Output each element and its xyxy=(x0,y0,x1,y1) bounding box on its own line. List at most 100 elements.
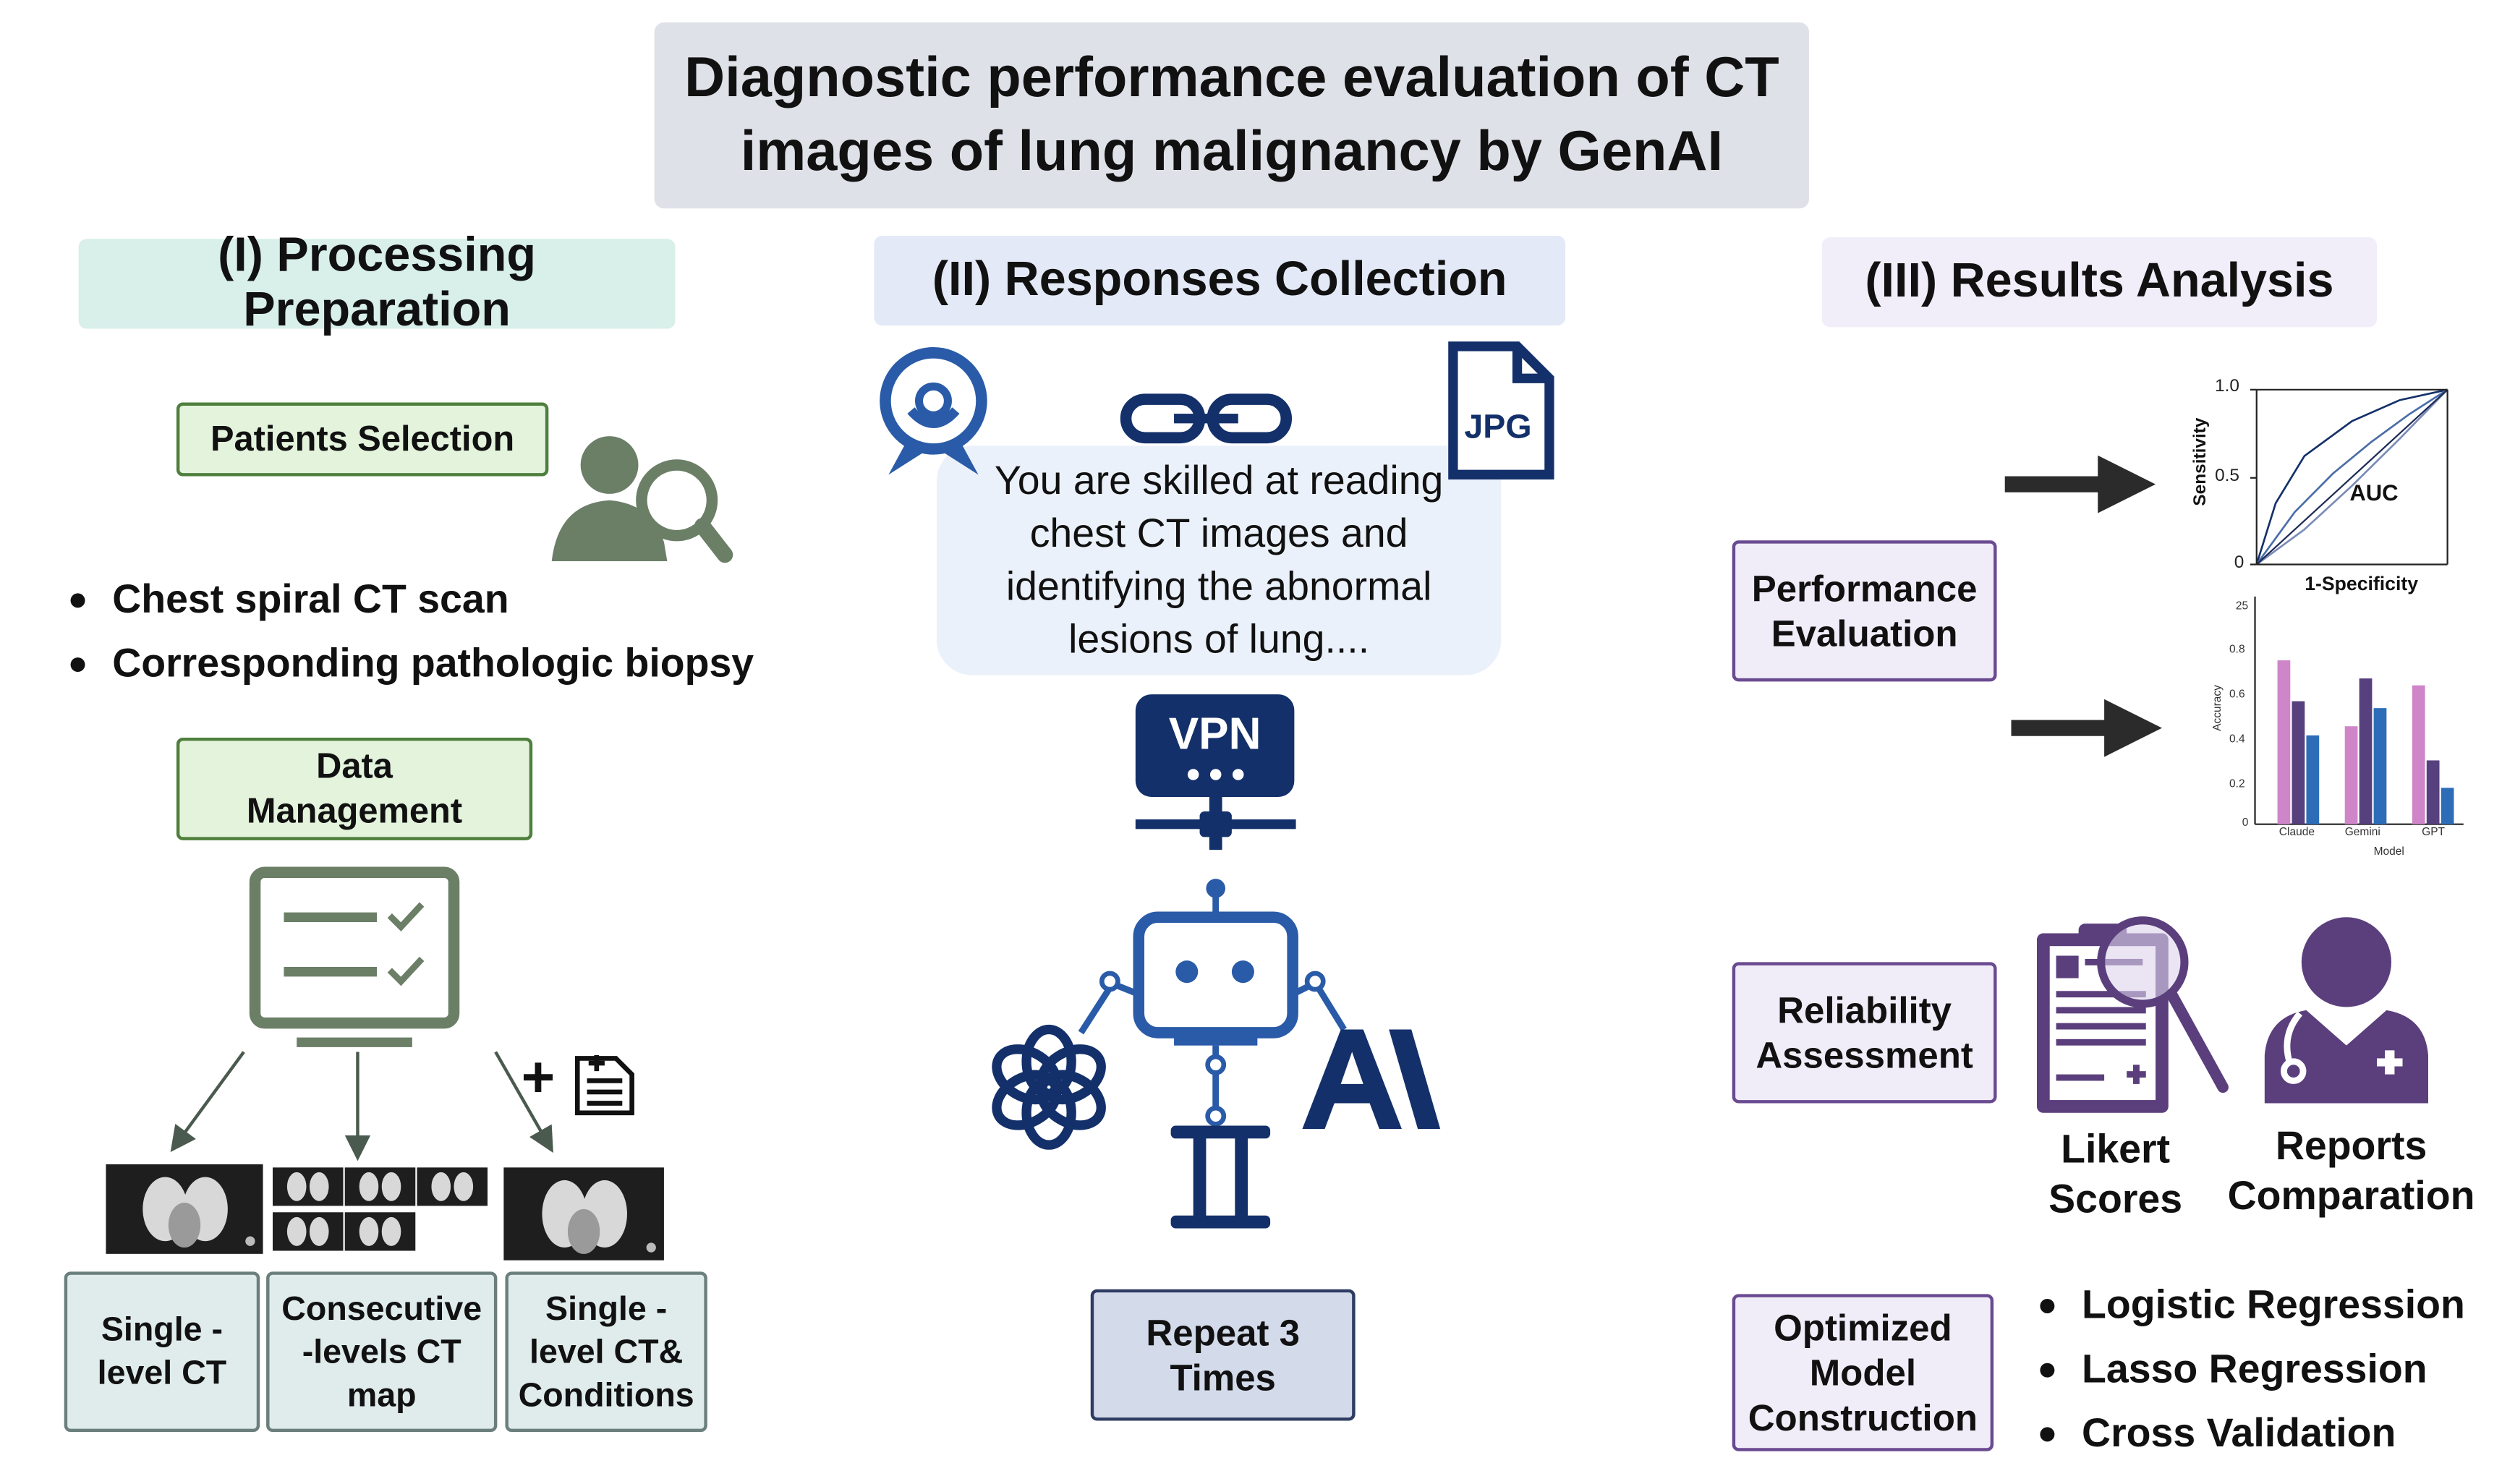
likert-scores-label: Likert Scores xyxy=(2027,1126,2204,1225)
box-line: level CT& xyxy=(529,1333,684,1370)
ct-image-single-conditions xyxy=(503,1167,664,1261)
bar-gpt-3 xyxy=(2441,788,2454,824)
roc-tick: 0 xyxy=(2234,553,2244,573)
box-line: map xyxy=(346,1376,417,1414)
box-line: Single - xyxy=(545,1289,668,1327)
list-item: Corresponding pathologic biopsy xyxy=(64,632,754,696)
roc-curve-3 xyxy=(2255,388,2448,566)
bar-category: Claude xyxy=(2278,827,2315,839)
bar-ylabel: Accuracy xyxy=(2212,685,2224,731)
add-symbol: + xyxy=(521,1044,556,1110)
box-line: -levels CT xyxy=(302,1333,461,1370)
jpg-file-icon xyxy=(1448,341,1554,479)
bar-tick: 0.2 xyxy=(2229,779,2245,791)
bar-chart-svg xyxy=(2254,596,2464,825)
patients-selection-box: Patients Selection xyxy=(176,402,549,477)
anthropic-logo-icon xyxy=(1302,1029,1441,1129)
bar-category: Gemini xyxy=(2344,827,2380,839)
label-line: Reports xyxy=(2275,1124,2427,1169)
box-line: Construction xyxy=(1748,1396,1978,1438)
accuracy-bar-chart: 25 0.8 0.6 0.4 0.2 0 Claude Gemini GPT M… xyxy=(2197,590,2470,866)
section-2-header: (II) Responses Collection xyxy=(874,235,1566,326)
bar-claude-1 xyxy=(2277,660,2291,824)
bar-tick: 0.4 xyxy=(2229,734,2245,746)
repeat-line: Repeat 3 xyxy=(1146,1311,1300,1354)
user-magnifier-icon xyxy=(551,436,733,563)
bar-gemini-2 xyxy=(2359,678,2373,824)
box-line: Single - xyxy=(101,1311,223,1349)
list-item: Lasso Regression xyxy=(2034,1337,2465,1402)
box-line: Optimized xyxy=(1774,1307,1952,1349)
list-item: Cross Validation xyxy=(2034,1402,2465,1466)
roc-tick: 1.0 xyxy=(2215,377,2240,396)
roc-ylabel: Sensitivity xyxy=(2190,417,2210,506)
add-document-icon xyxy=(574,1054,634,1116)
clipboard-magnifier-icon xyxy=(2036,916,2229,1113)
bar-tick: 0.8 xyxy=(2229,644,2245,656)
main-title: Diagnostic performance evaluation of CT … xyxy=(654,22,1810,209)
bar-claude-3 xyxy=(2306,735,2320,824)
repeat-line: Times xyxy=(1170,1356,1276,1399)
bar-tick: 0 xyxy=(2242,817,2249,830)
section-1-header: (I) Processing Preparation xyxy=(78,229,676,337)
roc-chart: 1.0 0.5 0 AUC 1-Specificity Sensitivity xyxy=(2173,366,2461,607)
performance-evaluation-box: Performance Evaluation xyxy=(1732,540,1997,682)
gemini-logo-icon xyxy=(1170,1125,1271,1229)
box-line: Conditions xyxy=(518,1376,694,1414)
doctor-icon xyxy=(2264,917,2428,1104)
optimized-model-box: Optimized Model Construction xyxy=(1732,1294,1994,1451)
prompt-line: chest CT images and xyxy=(1029,511,1408,556)
person-pin-icon xyxy=(880,347,987,475)
roc-curve-4 xyxy=(2255,388,2448,566)
bar-tick: 25 xyxy=(2235,601,2249,613)
bar-gpt-2 xyxy=(2426,760,2440,824)
box-line: Consecutive xyxy=(281,1289,482,1327)
title-line-1: Diagnostic performance evaluation of CT xyxy=(684,46,1779,109)
roc-chart-svg xyxy=(2250,388,2448,566)
prompt-bubble: You are skilled at reading chest CT imag… xyxy=(936,445,1502,675)
single-level-conditions-box: Single - level CT& Conditions xyxy=(505,1271,707,1433)
reliability-assessment-box: Reliability Assessment xyxy=(1732,962,1997,1104)
box-line: Evaluation xyxy=(1771,613,1958,654)
title-line-2: images of lung malignancy by GenAI xyxy=(740,120,1724,183)
bar-xlabel: Model xyxy=(2373,846,2404,858)
ct-image-single xyxy=(106,1164,263,1254)
box-line: Performance xyxy=(1751,567,1978,610)
roc-curve-2 xyxy=(2255,388,2448,566)
openai-logo-icon xyxy=(992,1024,1106,1150)
vpn-network-icon xyxy=(1135,769,1296,850)
right-arrow-icon xyxy=(2004,455,2156,513)
link-icon xyxy=(1120,393,1293,444)
roc-curve-1 xyxy=(2255,388,2448,565)
box-line: Model xyxy=(1809,1352,1917,1394)
patient-criteria-list: Chest spiral CT scan Corresponding patho… xyxy=(64,568,754,696)
bar-gpt-1 xyxy=(2412,685,2425,824)
robot-icon xyxy=(1078,879,1347,1127)
label-line: Likert xyxy=(2061,1127,2171,1172)
list-item: Logistic Regression xyxy=(2034,1274,2465,1338)
single-level-ct-box: Single - level CT xyxy=(64,1271,260,1433)
box-line: level CT xyxy=(97,1355,227,1392)
bar-category: GPT xyxy=(2422,827,2446,839)
branch-arrows xyxy=(170,1051,553,1161)
box-line: Reliability xyxy=(1777,989,1952,1031)
ct-image-consecutive-map xyxy=(272,1167,488,1251)
auc-label: AUC xyxy=(2349,479,2399,506)
roc-tick: 0.5 xyxy=(2215,466,2240,486)
list-item: Chest spiral CT scan xyxy=(64,568,754,632)
monitor-checklist-icon xyxy=(249,866,460,1047)
data-management-box: Data Management xyxy=(176,737,533,840)
jpg-label: JPG xyxy=(1464,409,1532,446)
right-arrow-icon xyxy=(2011,699,2162,757)
prompt-line: You are skilled at reading xyxy=(994,458,1444,503)
roc-xlabel: 1-Specificity xyxy=(2305,572,2419,595)
bar-gemini-1 xyxy=(2344,726,2358,824)
repeat-times-box: Repeat 3 Times xyxy=(1090,1289,1356,1421)
data-management-line-2: Management xyxy=(246,790,463,831)
model-methods-list: Logistic Regression Lasso Regression Cro… xyxy=(2034,1274,2465,1466)
bar-gemini-3 xyxy=(2373,708,2387,824)
consecutive-levels-box: Consecutive -levels CT map xyxy=(266,1271,498,1433)
bar-tick: 0.6 xyxy=(2229,689,2245,701)
bar-claude-2 xyxy=(2292,701,2305,824)
data-management-line-1: Data xyxy=(316,746,393,786)
